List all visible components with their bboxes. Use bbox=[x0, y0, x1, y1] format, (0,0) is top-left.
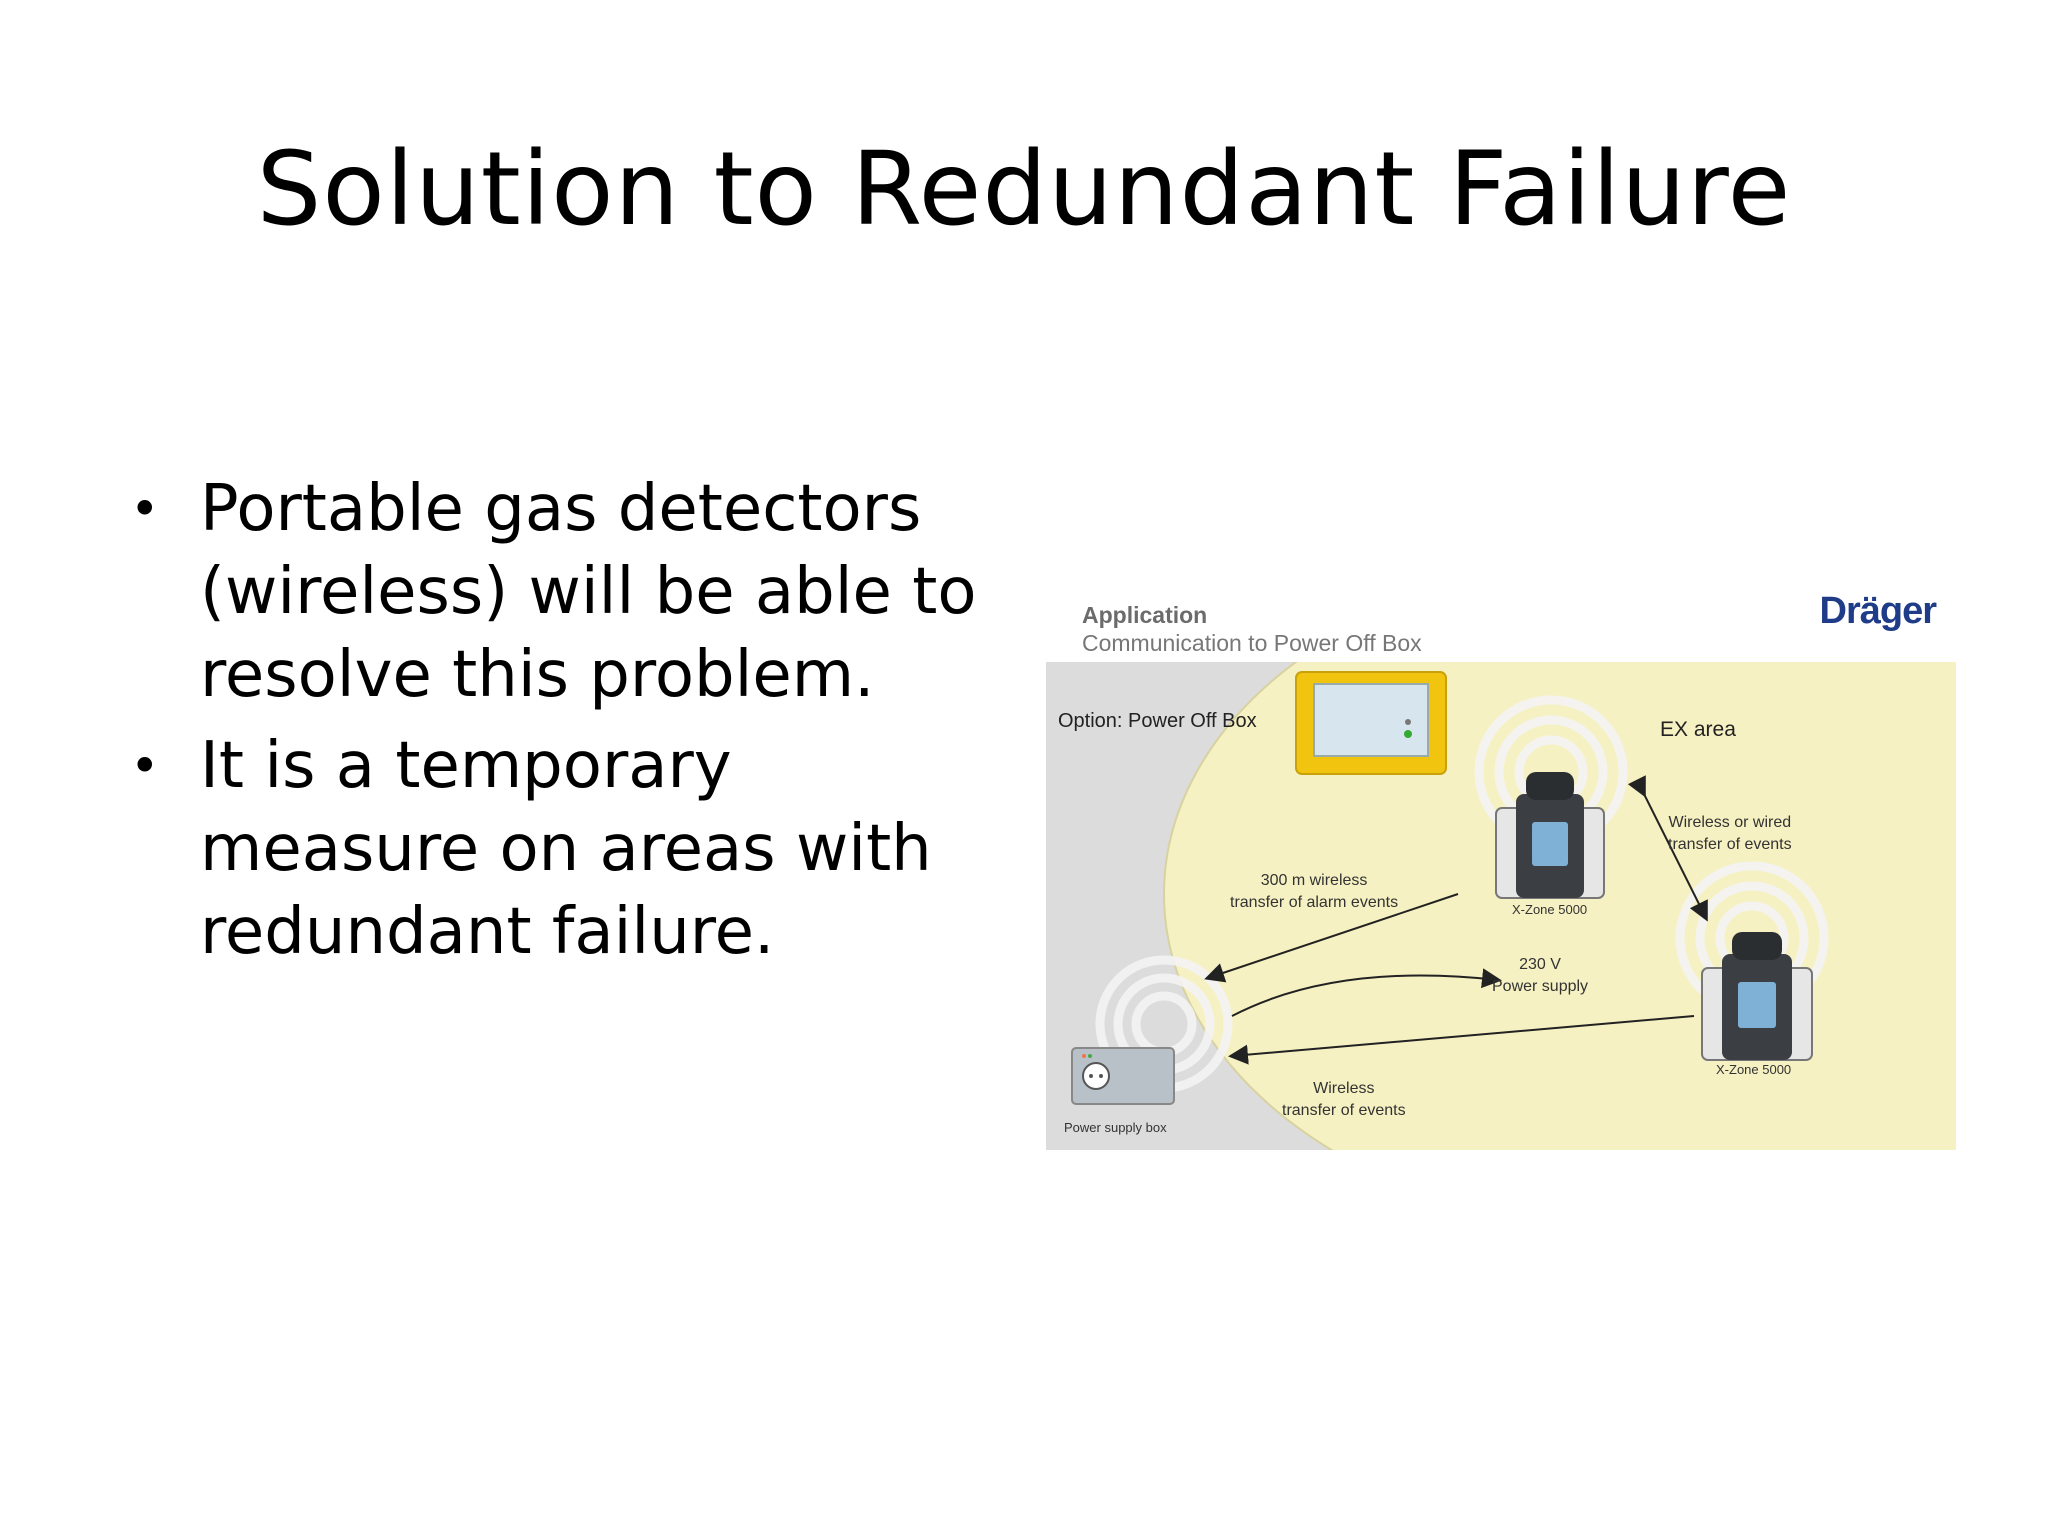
diagram-graphics bbox=[1071, 662, 1956, 1150]
arrow-wireless-or-wired bbox=[1627, 775, 1708, 922]
power-supply-box-icon bbox=[1071, 1047, 1175, 1105]
bullet-item: • Portable gas detectors (wireless) will… bbox=[120, 468, 1000, 717]
slide-title: Solution to Redundant Failure bbox=[256, 130, 1792, 249]
label-x-zone-1: X-Zone 5000 bbox=[1512, 902, 1588, 917]
application-diagram: Application Communication to Power Off B… bbox=[1046, 590, 1956, 1150]
diagram-body: Option: Power Off Box EX area Wireless o… bbox=[1046, 662, 1956, 1150]
bullet-text: It is a temporary measure on areas with … bbox=[200, 729, 932, 969]
diagram-subheading: Communication to Power Off Box bbox=[1082, 630, 1422, 656]
label-option-power-off-box: Option: Power Off Box bbox=[1058, 710, 1257, 732]
arrow-230v-power bbox=[1231, 968, 1502, 1017]
x-zone-device-icon bbox=[1701, 932, 1813, 1061]
arrow-300m-wireless bbox=[1204, 893, 1459, 983]
diagram-heading: Application bbox=[1082, 602, 1208, 628]
label-x-zone-2: X-Zone 5000 bbox=[1716, 1062, 1792, 1077]
drager-logo: Dräger bbox=[1819, 590, 1937, 632]
label-wireless-or-wired: Wireless or wired transfer of events bbox=[1668, 814, 1792, 853]
bullet-marker: • bbox=[130, 737, 160, 795]
arrow-wireless-transfer bbox=[1228, 1015, 1695, 1065]
bullet-marker: • bbox=[130, 480, 160, 538]
label-power-supply-box: Power supply box bbox=[1064, 1120, 1167, 1135]
label-ex-area: EX area bbox=[1660, 718, 1736, 741]
bullet-list: • Portable gas detectors (wireless) will… bbox=[120, 468, 1000, 974]
bullet-text: Portable gas detectors (wireless) will b… bbox=[200, 472, 977, 712]
diagram-header: Application Communication to Power Off B… bbox=[1046, 590, 1956, 662]
x-zone-device-icon bbox=[1495, 772, 1605, 899]
power-off-box-icon bbox=[1295, 671, 1447, 775]
label-230v-power-supply: 230 V Power supply bbox=[1492, 956, 1589, 995]
label-300m-wireless: 300 m wireless transfer of alarm events bbox=[1230, 872, 1399, 911]
bullet-item: • It is a temporary measure on areas wit… bbox=[120, 725, 1000, 974]
label-wireless-transfer: Wireless transfer of events bbox=[1282, 1080, 1406, 1119]
